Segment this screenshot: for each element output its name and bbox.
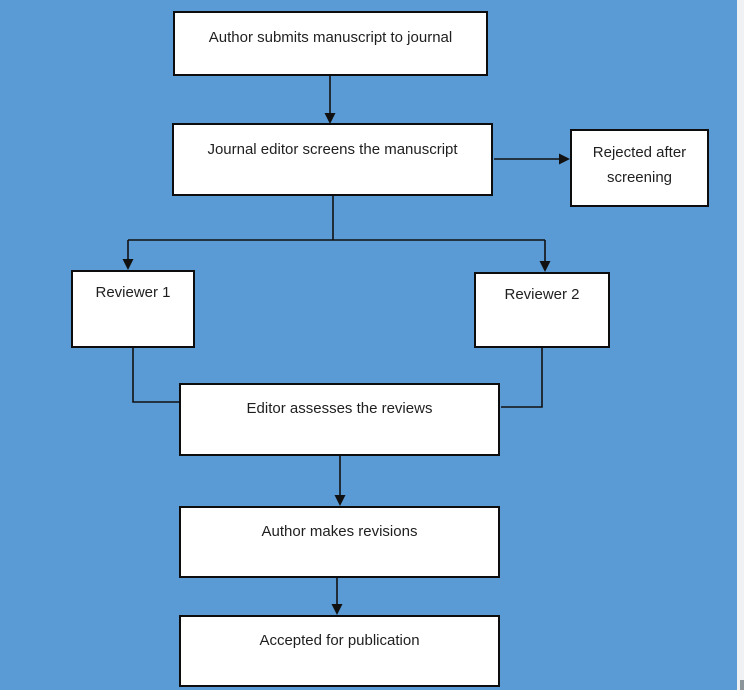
connector-submit-to-screen bbox=[324, 76, 336, 124]
node-author-submits-label: Author submits manuscript to journal bbox=[208, 29, 453, 46]
node-accepted-publication[interactable]: Accepted for publication bbox=[179, 615, 500, 687]
node-reviewer-2-label: Reviewer 2 bbox=[504, 286, 580, 303]
connector-branch-to-reviewer2 bbox=[539, 240, 551, 272]
node-rejected-after-screening[interactable]: Rejected after screening bbox=[570, 129, 709, 207]
node-editor-screens[interactable]: Journal editor screens the manuscript bbox=[172, 123, 493, 196]
node-reviewer-1-label: Reviewer 1 bbox=[95, 284, 171, 301]
node-editor-assesses-label: Editor assesses the reviews bbox=[246, 400, 433, 417]
node-accepted-publication-label: Accepted for publication bbox=[259, 632, 420, 649]
connector-screen-branch bbox=[128, 196, 545, 241]
connector-screen-to-rejected bbox=[494, 153, 570, 165]
connector-reviewer1-to-assess bbox=[132, 348, 179, 403]
node-reviewer-2[interactable]: Reviewer 2 bbox=[474, 272, 610, 348]
node-editor-screens-label: Journal editor screens the manuscript bbox=[207, 141, 458, 158]
connector-branch-to-reviewer1 bbox=[122, 240, 134, 270]
node-author-revisions[interactable]: Author makes revisions bbox=[179, 506, 500, 578]
node-editor-assesses[interactable]: Editor assesses the reviews bbox=[179, 383, 500, 456]
node-author-submits[interactable]: Author submits manuscript to journal bbox=[173, 11, 488, 76]
connector-reviewer2-to-assess bbox=[501, 348, 543, 408]
node-author-revisions-label: Author makes revisions bbox=[261, 523, 418, 540]
scrollbar-thumb[interactable] bbox=[740, 680, 744, 690]
scrollbar-track[interactable] bbox=[737, 0, 744, 690]
node-rejected-after-screening-label: Rejected after screening bbox=[592, 144, 687, 186]
connector-revisions-to-accepted bbox=[331, 578, 343, 615]
node-reviewer-1[interactable]: Reviewer 1 bbox=[71, 270, 195, 348]
connector-assess-to-revisions bbox=[334, 456, 346, 506]
